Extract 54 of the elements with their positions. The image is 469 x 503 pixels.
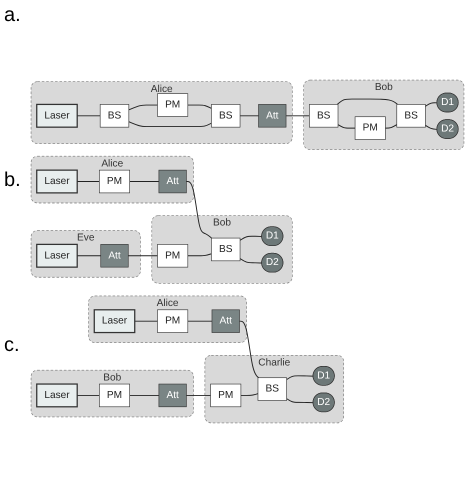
connector bbox=[129, 181, 160, 182]
node-box: Att bbox=[158, 170, 187, 194]
connector bbox=[240, 115, 259, 116]
connector bbox=[286, 398, 314, 404]
connector bbox=[76, 255, 102, 256]
node-box: PM bbox=[157, 309, 188, 333]
connector bbox=[76, 115, 101, 116]
node-box: PM bbox=[354, 116, 386, 140]
connector bbox=[240, 258, 262, 264]
connector bbox=[286, 115, 310, 116]
connector bbox=[186, 181, 212, 239]
connector bbox=[128, 104, 158, 110]
panel-label: a. bbox=[4, 4, 21, 27]
node-box: PM bbox=[157, 244, 188, 268]
node-box: Laser bbox=[94, 309, 136, 334]
connector bbox=[128, 255, 158, 256]
node-box: BS bbox=[309, 104, 338, 128]
connector bbox=[187, 104, 212, 109]
connector bbox=[240, 393, 258, 396]
node-box: PM bbox=[157, 93, 188, 117]
connector bbox=[239, 320, 260, 378]
node-box: BS bbox=[258, 377, 287, 401]
node-box: BS bbox=[100, 104, 130, 128]
node-box: PM bbox=[210, 384, 242, 408]
node-box: PM bbox=[99, 170, 130, 194]
node-box: BS bbox=[211, 104, 240, 128]
panel-label: b. bbox=[4, 169, 21, 192]
connector bbox=[128, 121, 212, 127]
node-box: PM bbox=[99, 384, 130, 408]
connector bbox=[336, 98, 398, 105]
connector bbox=[338, 124, 356, 129]
connector bbox=[424, 102, 438, 107]
node-box: BS bbox=[396, 104, 426, 128]
connector bbox=[129, 394, 160, 396]
connector bbox=[187, 253, 212, 256]
connector bbox=[76, 181, 100, 182]
connector bbox=[424, 124, 438, 130]
node-box: Att bbox=[258, 104, 286, 128]
node-box: Laser bbox=[36, 170, 78, 194]
node-box: BS bbox=[211, 238, 240, 262]
node-box: Laser bbox=[36, 104, 78, 128]
connector bbox=[186, 394, 212, 396]
node-box: Laser bbox=[36, 383, 78, 408]
connector bbox=[134, 320, 158, 322]
node-box: Att bbox=[212, 309, 240, 333]
connector bbox=[286, 375, 314, 380]
connector bbox=[384, 124, 398, 129]
panel-label: c. bbox=[4, 334, 20, 357]
connector bbox=[240, 236, 262, 241]
connector bbox=[76, 394, 100, 396]
connector bbox=[187, 320, 212, 322]
node-box: Att bbox=[158, 384, 187, 408]
node-box: Att bbox=[100, 244, 129, 268]
node-box: Laser bbox=[36, 244, 78, 268]
